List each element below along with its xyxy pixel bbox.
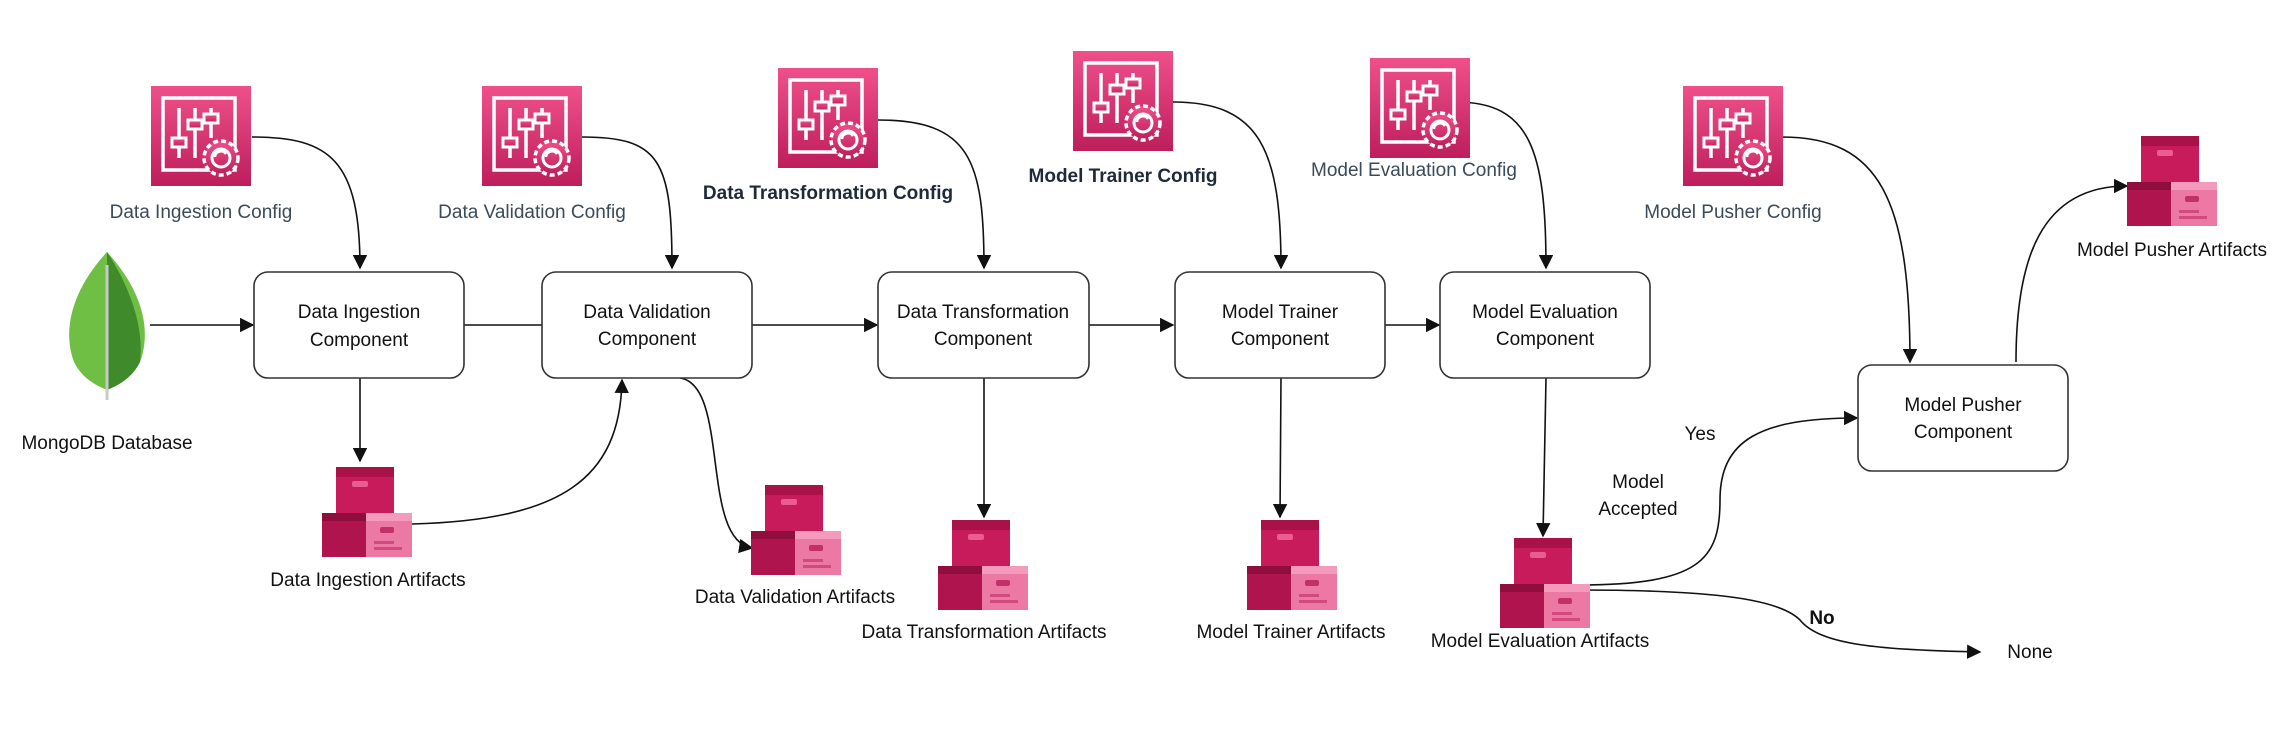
artifact-model-pusher: Model Pusher Artifacts bbox=[2077, 136, 2267, 261]
condition-label-line1: Model bbox=[1612, 472, 1664, 493]
edge-evaluation-to-artifacts bbox=[1536, 377, 1551, 538]
config-model-trainer: Model Trainer Config bbox=[1029, 49, 1218, 187]
edge-yes-to-pusher bbox=[1577, 410, 1859, 586]
config-data-transformation: Data Transformation Config bbox=[703, 66, 953, 204]
edge-validation-config bbox=[581, 136, 680, 270]
config-label: Model Evaluation Config bbox=[1311, 160, 1517, 181]
artifact-boxes-icon bbox=[322, 467, 412, 557]
artifact-label: Model Trainer Artifacts bbox=[1196, 622, 1385, 643]
component-label-line1: Model Evaluation bbox=[1472, 302, 1618, 323]
component-model-trainer: Model Trainer Component bbox=[1174, 271, 1386, 379]
edge-no-to-none bbox=[1577, 589, 1982, 659]
config-label: Data Validation Config bbox=[438, 202, 626, 223]
component-box bbox=[1857, 364, 2069, 472]
artifact-model-evaluation: Model Evaluation Artifacts bbox=[1431, 538, 1650, 652]
sliders-gear-icon bbox=[480, 84, 584, 188]
decision-labels: Yes Model Accepted No None bbox=[1598, 424, 2052, 663]
artifact-label: Model Evaluation Artifacts bbox=[1431, 631, 1650, 652]
component-box bbox=[541, 271, 753, 379]
none-label: None bbox=[2007, 642, 2052, 663]
component-label-line1: Data Validation bbox=[583, 302, 710, 323]
component-data-validation: Data Validation Component bbox=[541, 271, 753, 379]
yes-label: Yes bbox=[1685, 424, 1716, 445]
component-model-pusher: Model Pusher Component bbox=[1857, 364, 2069, 472]
config-label: Model Pusher Config bbox=[1644, 202, 1821, 223]
component-label-line1: Model Pusher bbox=[1904, 395, 2022, 416]
component-box bbox=[1439, 271, 1651, 379]
component-label-line1: Model Trainer bbox=[1222, 302, 1339, 323]
no-label: No bbox=[1809, 608, 1834, 629]
component-box bbox=[253, 271, 465, 379]
artifact-boxes-icon bbox=[1500, 538, 1590, 628]
artifact-boxes-icon bbox=[2127, 136, 2217, 226]
artifact-data-ingestion: Data Ingestion Artifacts bbox=[270, 467, 466, 591]
config-label: Model Trainer Config bbox=[1029, 166, 1218, 187]
config-label: Data Transformation Config bbox=[703, 183, 953, 204]
mongodb-leaf-icon bbox=[69, 252, 145, 400]
config-model-pusher: Model Pusher Config bbox=[1644, 84, 1822, 223]
edge-evaluation-config bbox=[1455, 101, 1554, 270]
edge-ingestion-artifacts-to-validation bbox=[411, 378, 629, 525]
artifact-label: Data Validation Artifacts bbox=[695, 587, 895, 608]
edge-ingestion-config bbox=[251, 136, 368, 270]
artifact-data-transformation: Data Transformation Artifacts bbox=[862, 520, 1107, 643]
artifact-label: Data Ingestion Artifacts bbox=[270, 570, 465, 591]
component-label-line2: Component bbox=[598, 329, 697, 350]
component-box bbox=[877, 271, 1090, 379]
component-model-evaluation: Model Evaluation Component bbox=[1439, 271, 1651, 379]
edge-transformation-config bbox=[877, 119, 992, 270]
component-label-line2: Component bbox=[934, 329, 1033, 350]
sliders-gear-icon bbox=[149, 84, 253, 188]
edges bbox=[150, 101, 2129, 659]
component-data-ingestion: Data Ingestion Component bbox=[253, 271, 465, 379]
component-box bbox=[1174, 271, 1386, 379]
component-label-line2: Component bbox=[1231, 329, 1330, 350]
component-label-line2: Component bbox=[310, 330, 409, 351]
sliders-gear-icon bbox=[776, 66, 880, 170]
component-data-transformation: Data Transformation Component bbox=[877, 271, 1090, 379]
edge-trainer-config bbox=[1172, 101, 1289, 270]
config-data-validation: Data Validation Config bbox=[438, 84, 626, 223]
edge-pusher-to-artifacts bbox=[2015, 178, 2129, 363]
mongodb-source: MongoDB Database bbox=[21, 252, 193, 454]
config-label: Data Ingestion Config bbox=[110, 202, 293, 223]
component-label-line2: Component bbox=[1496, 329, 1595, 350]
component-label-line2: Component bbox=[1914, 422, 2013, 443]
edge-pusher-config bbox=[1781, 136, 1918, 364]
artifact-boxes-icon bbox=[938, 520, 1028, 610]
condition-label-line2: Accepted bbox=[1598, 499, 1677, 520]
artifact-data-validation: Data Validation Artifacts bbox=[695, 485, 895, 608]
artifact-boxes-icon bbox=[751, 485, 841, 575]
config-model-evaluation: Model Evaluation Config bbox=[1311, 56, 1517, 181]
edge-trainer-to-artifacts bbox=[1272, 377, 1288, 519]
sliders-gear-icon bbox=[1071, 49, 1175, 153]
artifact-boxes-icon bbox=[1247, 520, 1337, 610]
artifact-label: Model Pusher Artifacts bbox=[2077, 240, 2267, 261]
config-data-ingestion: Data Ingestion Config bbox=[110, 84, 293, 223]
sliders-gear-icon bbox=[1368, 56, 1472, 160]
component-label-line1: Data Transformation bbox=[897, 302, 1069, 323]
artifact-model-trainer: Model Trainer Artifacts bbox=[1196, 520, 1386, 643]
edge-validation-to-artifacts bbox=[679, 377, 754, 554]
artifact-label: Data Transformation Artifacts bbox=[862, 622, 1107, 643]
mongodb-label: MongoDB Database bbox=[21, 433, 192, 454]
component-label-line1: Data Ingestion bbox=[298, 302, 421, 323]
sliders-gear-icon bbox=[1681, 84, 1785, 188]
